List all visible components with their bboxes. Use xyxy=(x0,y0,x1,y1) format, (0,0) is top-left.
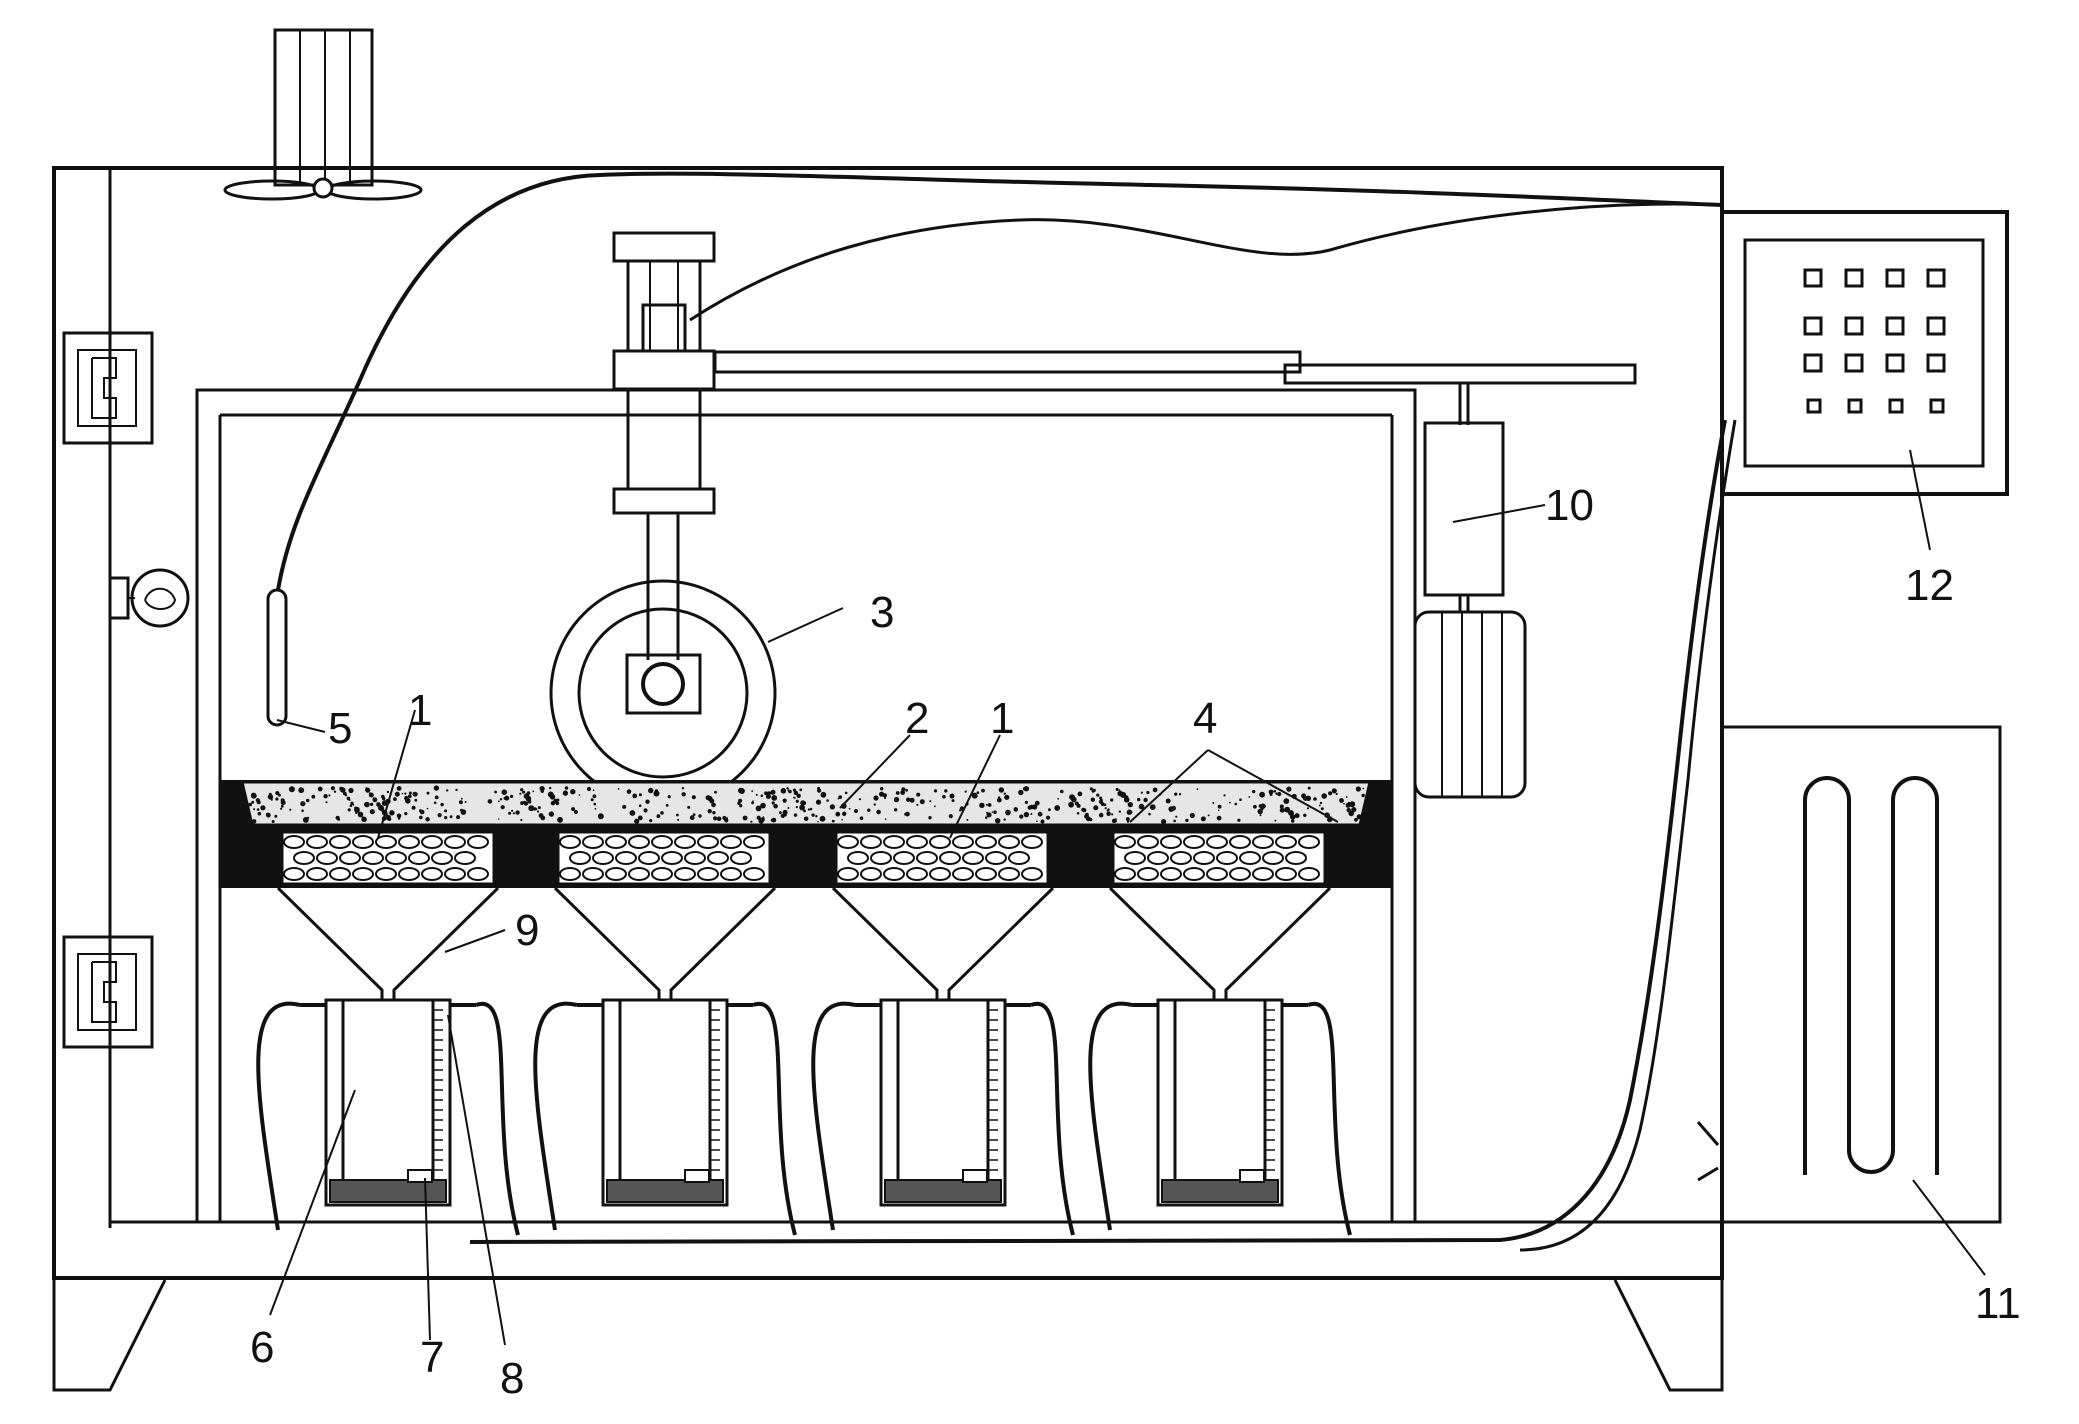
hinge-icon xyxy=(62,935,154,1049)
hinge-icon xyxy=(62,331,154,445)
label-3: 3 xyxy=(870,588,894,637)
fan-icon xyxy=(223,28,423,201)
label-5: 5 xyxy=(328,704,352,753)
porous-blocks xyxy=(280,830,1327,886)
leader-lines xyxy=(269,449,1986,1346)
part-labels: 5 1 2 1 4 3 10 12 11 9 6 7 8 xyxy=(250,481,2021,1403)
collected-sediment xyxy=(606,1179,724,1203)
collected-sediment xyxy=(329,1179,447,1203)
label-12: 12 xyxy=(1905,561,1954,610)
label-11: 11 xyxy=(1975,1279,2021,1328)
collection-cups xyxy=(256,998,1352,1236)
label-1: 1 xyxy=(990,694,1014,743)
temperature-sensor xyxy=(266,588,288,727)
signal-cable xyxy=(276,171,1737,1252)
control-panel-icon xyxy=(1720,210,2009,496)
label-1: 1 xyxy=(408,686,432,735)
label-6: 6 xyxy=(250,1323,274,1372)
heater-coil-icon xyxy=(1696,725,2002,1224)
label-2: 2 xyxy=(905,694,929,743)
label-4: 4 xyxy=(1193,694,1217,743)
label-10: 10 xyxy=(1545,481,1594,530)
soil-speckles xyxy=(248,785,1365,825)
roller-wheel-icon xyxy=(549,231,777,807)
collected-sediment xyxy=(884,1179,1002,1203)
label-8: 8 xyxy=(500,1354,524,1403)
sample-layer xyxy=(220,780,1392,888)
label-9: 9 xyxy=(515,906,539,955)
collected-sediment xyxy=(1161,1179,1279,1203)
motor-icon xyxy=(1413,421,1527,799)
lamp-icon xyxy=(108,568,190,628)
control-panel-buttons xyxy=(1803,268,1946,414)
label-7: 7 xyxy=(420,1333,444,1382)
